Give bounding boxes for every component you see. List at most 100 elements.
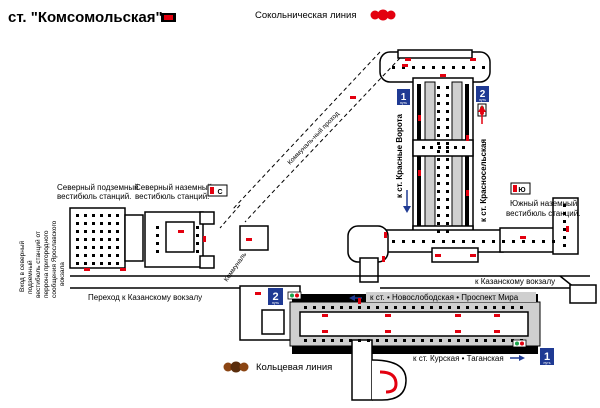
column <box>430 339 433 342</box>
column <box>92 262 95 265</box>
column <box>563 244 566 247</box>
column <box>402 66 405 69</box>
column <box>84 214 87 217</box>
column <box>502 339 505 342</box>
column <box>376 339 379 342</box>
column <box>457 306 460 309</box>
column <box>442 240 445 243</box>
column <box>446 214 449 217</box>
column <box>462 66 465 69</box>
koltsevaya-line-icon <box>223 361 249 373</box>
column <box>437 94 440 97</box>
door-mark <box>385 314 391 317</box>
column <box>437 150 440 153</box>
sok-track-1-badge: 1 путь <box>397 89 410 105</box>
column <box>437 142 440 145</box>
column <box>446 118 449 121</box>
column <box>422 66 425 69</box>
column <box>392 240 395 243</box>
column <box>446 110 449 113</box>
sokolnicheskaya-station <box>347 49 579 283</box>
column <box>446 222 449 225</box>
svg-text:С: С <box>217 189 222 196</box>
column <box>462 146 465 149</box>
column <box>331 339 334 342</box>
sokolnicheskaya-columns <box>392 66 566 247</box>
column <box>437 214 440 217</box>
column <box>466 339 469 342</box>
column <box>385 339 388 342</box>
column <box>446 126 449 129</box>
door-mark <box>466 135 469 141</box>
column <box>522 240 525 243</box>
door-mark <box>418 115 421 121</box>
column <box>437 102 440 105</box>
column <box>446 198 449 201</box>
column <box>472 66 475 69</box>
column <box>542 240 545 243</box>
column <box>484 339 487 342</box>
door-mark <box>402 64 408 67</box>
column <box>412 66 415 69</box>
column <box>437 86 440 89</box>
door-mark <box>246 238 252 241</box>
column <box>563 228 566 231</box>
column <box>376 306 379 309</box>
column <box>100 254 103 257</box>
door-mark <box>466 190 469 196</box>
column <box>439 306 442 309</box>
column <box>100 214 103 217</box>
column <box>196 226 199 229</box>
column <box>437 222 440 225</box>
column <box>421 306 424 309</box>
yaroslavsky-entrance-label-5: сообщения Ярославского <box>50 220 58 298</box>
column <box>563 220 566 223</box>
yaroslavsky-entrance-label-1: Вход в северный <box>18 240 26 292</box>
column <box>502 306 505 309</box>
column <box>100 230 103 233</box>
column <box>392 66 395 69</box>
door-mark <box>418 170 421 176</box>
column <box>439 339 442 342</box>
column <box>108 262 111 265</box>
koltsevaya-line-label: Кольцевая линия <box>256 362 332 373</box>
column <box>108 222 111 225</box>
column <box>367 339 370 342</box>
door-mark <box>382 256 385 262</box>
yaroslavsky-entrance-label-4: перрона пригородного <box>43 230 50 298</box>
column <box>437 198 440 201</box>
svg-text:1: 1 <box>544 351 550 363</box>
vestibule-columns <box>76 214 199 265</box>
koltsevaya-columns <box>304 306 523 342</box>
column <box>493 339 496 342</box>
svg-text:путь: путь <box>400 101 407 105</box>
sokolnicheskaya-title-icon <box>161 13 176 22</box>
svg-text:2: 2 <box>272 291 278 303</box>
diagonal-passage <box>219 51 401 229</box>
direction-krasnye-vorota: к ст. Красные Ворота <box>395 114 404 198</box>
column <box>437 110 440 113</box>
column <box>421 339 424 342</box>
column <box>108 246 111 249</box>
direction-krasnoselskaya: к ст. Красносельская <box>479 139 488 222</box>
column <box>108 238 111 241</box>
column <box>430 306 433 309</box>
column <box>448 339 451 342</box>
column <box>437 190 440 193</box>
south-surface-vestibule-label-1: Южный наземный <box>510 199 577 208</box>
column <box>430 146 433 149</box>
south-exit-icon: Ю <box>510 182 531 195</box>
column <box>563 204 566 207</box>
column <box>394 339 397 342</box>
door-mark <box>435 254 441 257</box>
column <box>156 250 159 253</box>
column <box>92 246 95 249</box>
column <box>422 146 425 149</box>
kol-track-1-badge: 1 путь <box>540 348 554 365</box>
column <box>446 86 449 89</box>
kazansky-passage <box>70 275 597 304</box>
column <box>448 306 451 309</box>
column <box>76 230 79 233</box>
column <box>92 222 95 225</box>
